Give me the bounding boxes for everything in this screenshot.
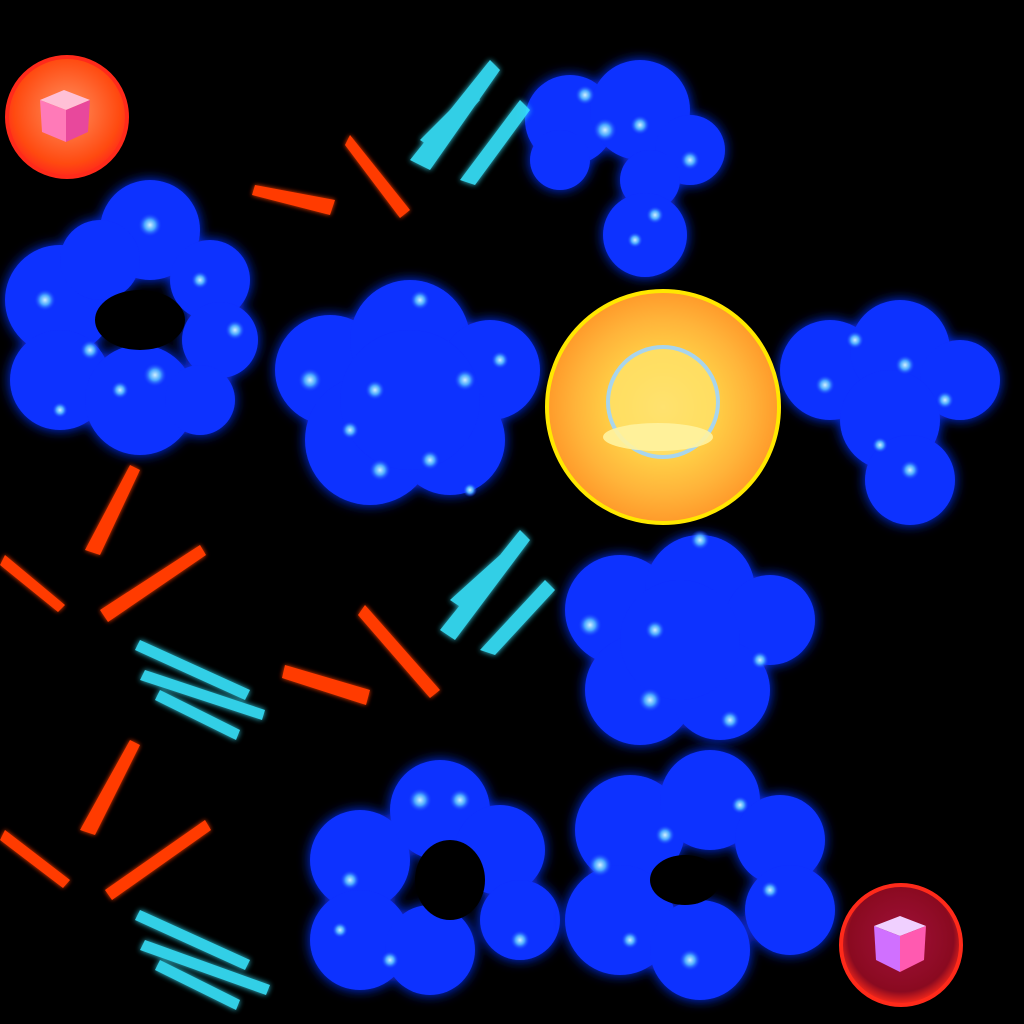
cloud-middle-right	[565, 535, 815, 745]
cloud-top-right	[525, 60, 725, 277]
fire-shards-left	[0, 465, 206, 622]
ice-shards-middle	[440, 530, 555, 655]
cube-icon	[40, 90, 90, 110]
cloud-bottom-center-hole	[415, 840, 485, 920]
sun-orb	[545, 289, 781, 525]
cube-orb-top-left	[5, 55, 129, 179]
cloud-bottom-center	[310, 760, 560, 995]
fire-shards-top	[252, 135, 410, 218]
cloud-left-hole	[95, 290, 185, 350]
fire-shards-bottom	[0, 740, 211, 900]
cloud-sparkles	[34, 85, 954, 971]
ice-shards-top	[410, 60, 530, 185]
fire-shards-middle	[282, 605, 440, 705]
ice-shards-left	[135, 640, 265, 740]
cloud-bottom-right-hole	[650, 855, 720, 905]
cloud-right	[780, 300, 1000, 525]
cube-orb-bottom-right	[839, 883, 963, 1007]
ice-shards-bottom	[135, 910, 270, 1010]
cloud-center	[275, 280, 540, 505]
